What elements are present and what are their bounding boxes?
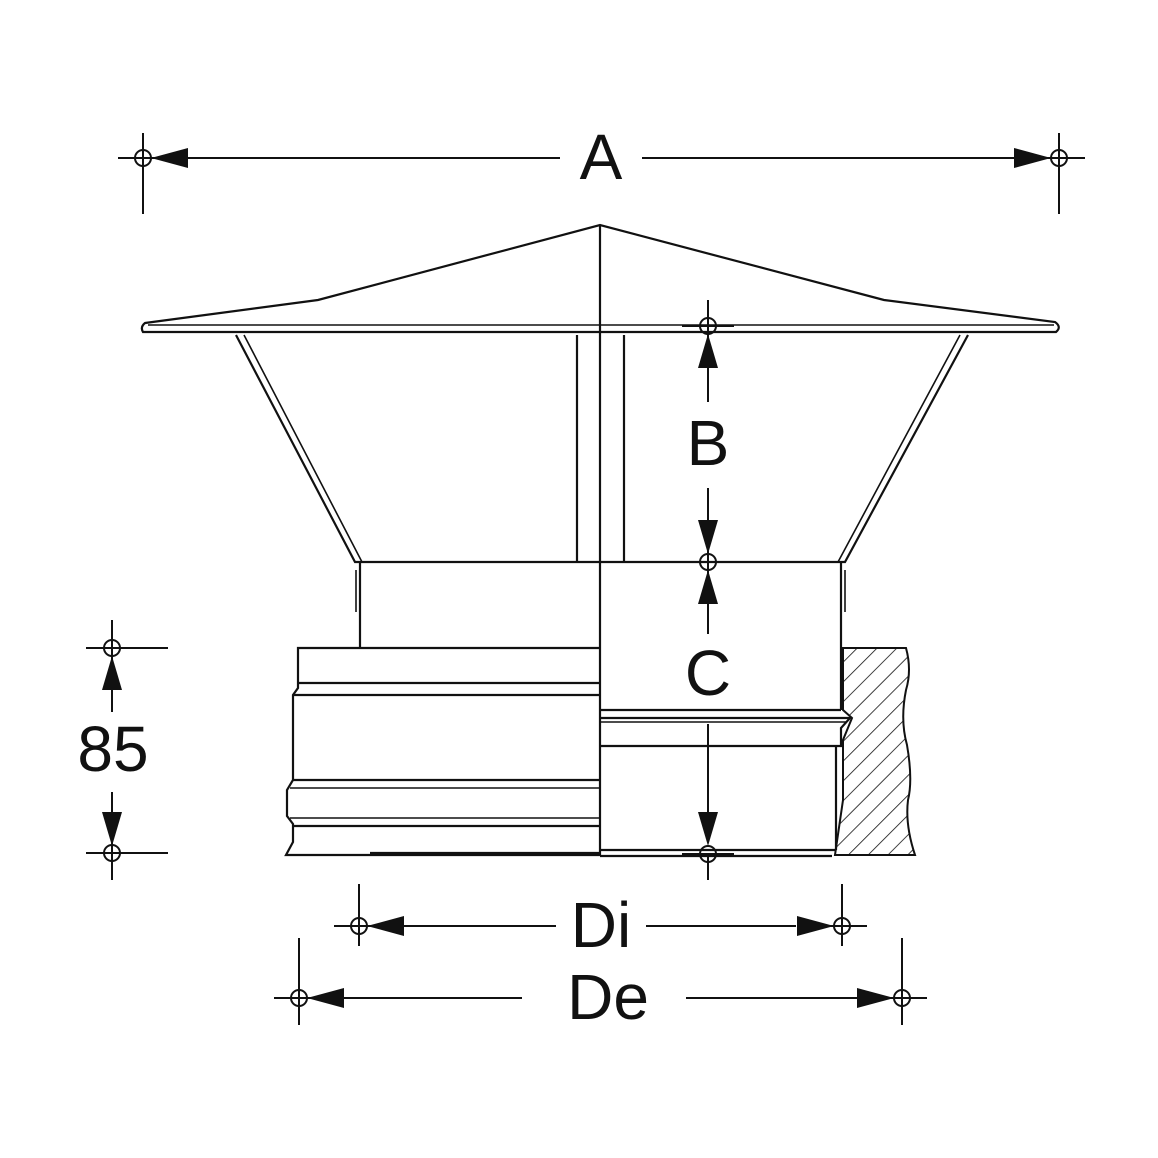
insulation-hatch	[833, 647, 917, 856]
label-de: De	[567, 961, 649, 1033]
dimension-de: De	[274, 938, 927, 1033]
pipe-body-exterior	[284, 646, 600, 857]
label-b: B	[687, 407, 730, 479]
dimension-di: Di	[334, 884, 867, 961]
hood-cone	[235, 334, 969, 564]
label-85: 85	[77, 713, 148, 785]
dimension-85: 85	[77, 620, 168, 880]
label-di: Di	[571, 889, 631, 961]
pipe-body-section	[600, 647, 917, 858]
hood-roof	[140, 223, 1060, 334]
label-c: C	[685, 637, 731, 709]
dimension-c: C	[682, 540, 734, 880]
dimension-a: A	[118, 121, 1085, 214]
dimension-b: B	[682, 300, 734, 554]
pipe-neck	[355, 562, 846, 710]
label-a: A	[580, 121, 623, 193]
